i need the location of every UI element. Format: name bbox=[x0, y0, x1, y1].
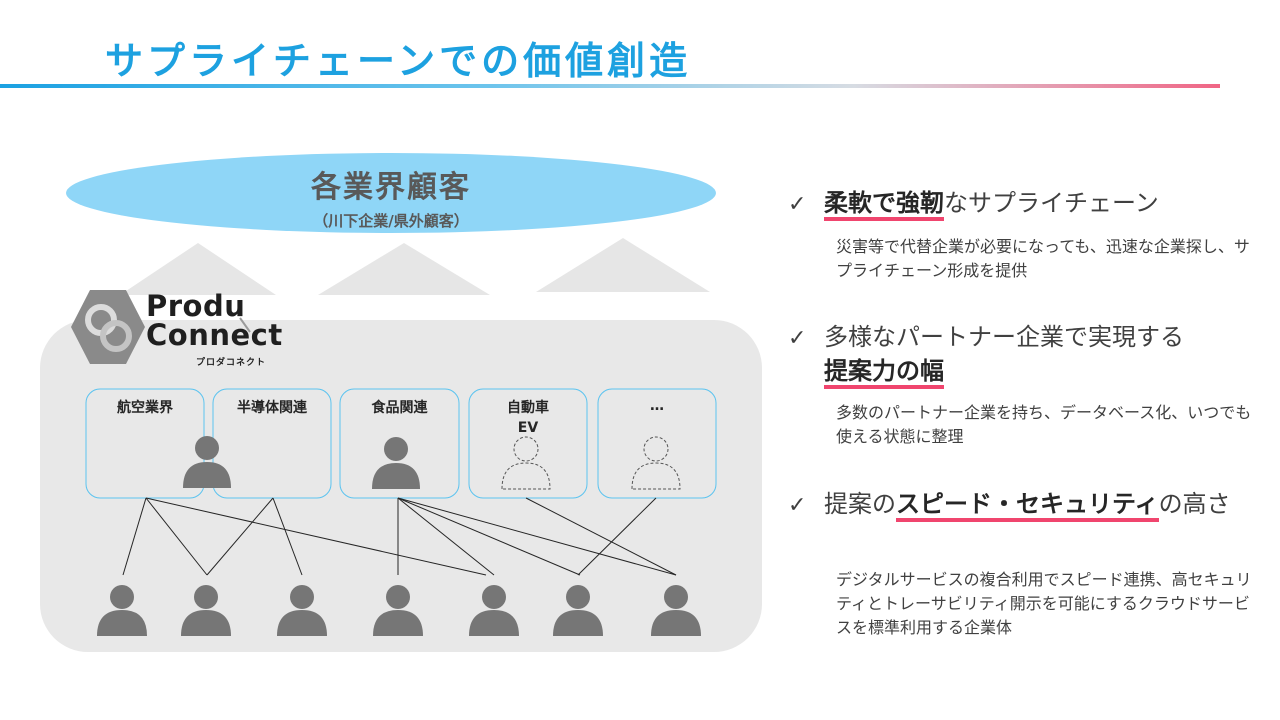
value-point-3-description: デジタルサービスの複合利用でスピード連携、高セキュリティとトレーサビリティ開示を… bbox=[836, 570, 1252, 637]
category-label-more: … bbox=[650, 398, 664, 414]
customers-label: 各業界顧客 （川下企業/県外顧客） bbox=[66, 162, 716, 231]
customers-title: 各業界顧客 bbox=[311, 170, 471, 205]
title-underline bbox=[0, 84, 1220, 88]
customers-subtitle: （川下企業/県外顧客） bbox=[313, 212, 469, 230]
person-outline-icon-more bbox=[631, 436, 681, 490]
category-label-aviation: 航空業界 bbox=[117, 400, 173, 416]
diagram-graphics bbox=[40, 153, 762, 652]
value-point-3: ✓ 提案のスピード・セキュリティの高さ bbox=[788, 487, 1258, 523]
category-box-automotive bbox=[468, 388, 588, 499]
point-2-highlight: 提案力の幅 bbox=[824, 357, 944, 389]
person-outline-icon-automotive bbox=[501, 436, 551, 490]
partner-person-icon-6 bbox=[553, 585, 603, 636]
partner-person-icon-4 bbox=[373, 585, 423, 636]
point-3-suffix: の高さ bbox=[1158, 490, 1231, 518]
point-2-prefix: 多様なパートナー企業で実現する bbox=[824, 323, 1184, 351]
category-label-food: 食品関連 bbox=[371, 400, 428, 416]
checkmark-icon: ✓ bbox=[788, 192, 807, 217]
logo-kana: プロダコネクト bbox=[196, 358, 267, 368]
value-point-1-text: 柔軟で強靭なサプライチェーン bbox=[824, 186, 1244, 221]
point-1-suffix: なサプライチェーン bbox=[944, 189, 1159, 217]
logo-line2: Connect bbox=[146, 318, 283, 352]
category-label-automotive: 自動車 EV bbox=[507, 400, 549, 436]
person-icon-shared bbox=[183, 436, 231, 488]
point-3-highlight: スピード・セキュリティ bbox=[896, 490, 1159, 522]
logo-line1: Produ bbox=[146, 289, 246, 323]
connection-lines bbox=[122, 497, 677, 576]
value-point-2: ✓ 多様なパートナー企業で実現する提案力の幅 bbox=[788, 320, 1258, 389]
value-point-1-description: 災害等で代替企業が必要になっても、迅速な企業探し、サプライチェーン形成を提供 bbox=[836, 237, 1250, 280]
produconnect-logo: Produ Connect bbox=[146, 292, 283, 350]
point-3-prefix: 提案の bbox=[824, 490, 896, 518]
customers-ellipse bbox=[66, 153, 716, 233]
category-box-more bbox=[597, 388, 717, 499]
partner-person-icon-3 bbox=[277, 585, 327, 636]
partner-person-icons bbox=[97, 585, 701, 636]
partner-person-icon-1 bbox=[97, 585, 147, 636]
partner-person-icon-5 bbox=[469, 585, 519, 636]
partner-person-icon-7 bbox=[651, 585, 701, 636]
arrow-triangle-1 bbox=[120, 243, 276, 295]
logo-ring-2 bbox=[100, 320, 132, 352]
partner-person-icon-2 bbox=[181, 585, 231, 636]
arrow-triangle-2 bbox=[318, 243, 490, 295]
checkmark-icon: ✓ bbox=[788, 493, 807, 518]
supply-chain-diagram: 各業界顧客 （川下企業/県外顧客） Produ Connect プロダコネクト … bbox=[40, 153, 762, 652]
page-title: サプライチェーンでの価値創造 bbox=[105, 39, 692, 83]
point-1-highlight: 柔軟で強靭 bbox=[824, 189, 944, 221]
value-point-1: ✓ 柔軟で強靭なサプライチェーン bbox=[788, 186, 1258, 222]
value-point-3-text: 提案のスピード・セキュリティの高さ bbox=[824, 487, 1244, 522]
arrow-triangle-3 bbox=[536, 238, 710, 292]
value-point-2-text: 多様なパートナー企業で実現する提案力の幅 bbox=[824, 320, 1244, 389]
checkmark-icon: ✓ bbox=[788, 326, 807, 351]
value-point-2-description: 多数のパートナー企業を持ち、データベース化、いつでも使える状態に整理 bbox=[836, 403, 1252, 446]
category-label-semiconductor: 半導体関連 bbox=[237, 400, 307, 416]
person-icon-food bbox=[372, 437, 420, 489]
